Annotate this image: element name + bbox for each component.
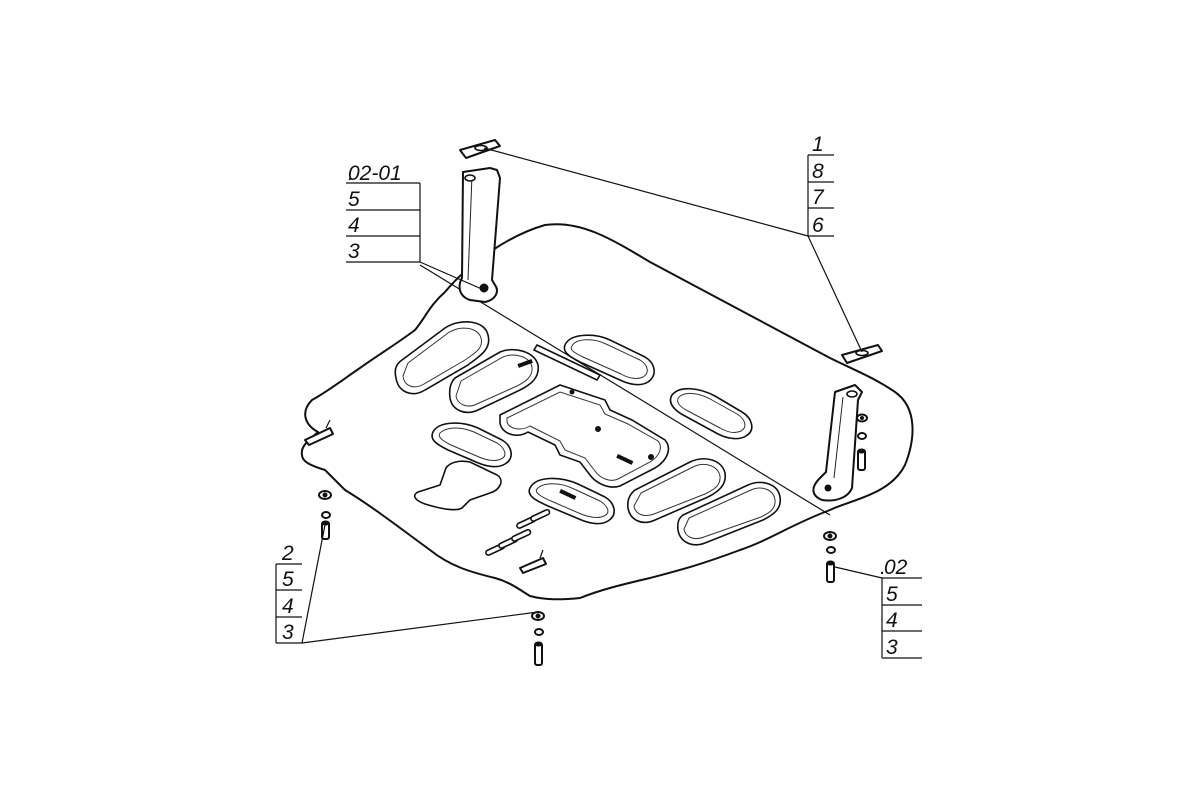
callout-top-right: 1 8 7 6 bbox=[807, 133, 834, 237]
slot-1 bbox=[394, 321, 490, 395]
callout-top-left: 02-01 5 4 3 bbox=[346, 162, 421, 263]
callout-bottom-right-item: 5 bbox=[886, 583, 898, 606]
slot-7 bbox=[627, 458, 727, 524]
fastener-right-upper bbox=[856, 413, 868, 471]
callout-bottom-left-item: 3 bbox=[282, 621, 294, 644]
plate-section-line bbox=[419, 264, 831, 516]
skid-plate bbox=[300, 223, 914, 601]
top-left-pad bbox=[459, 139, 501, 159]
vent-slots bbox=[485, 508, 551, 556]
left-edge-clip bbox=[304, 419, 334, 446]
callout-bottom-right-dot: . bbox=[880, 556, 886, 579]
callout-bottom-right: 02 5 4 3 bbox=[881, 556, 922, 659]
callout-top-left-dot: . bbox=[348, 162, 354, 185]
fastener-right-lower bbox=[823, 531, 837, 583]
callout-bottom-left-item: 5 bbox=[282, 568, 294, 591]
slot-2 bbox=[448, 348, 540, 414]
leader-lines bbox=[301, 147, 883, 644]
slot-4 bbox=[669, 387, 753, 440]
left-cutout bbox=[413, 460, 502, 511]
callout-top-right-item: 7 bbox=[812, 186, 825, 209]
callout-top-left-part: 02-01 bbox=[348, 162, 402, 185]
slot-5 bbox=[431, 422, 512, 468]
callout-top-left-item: 4 bbox=[348, 214, 360, 237]
callout-bottom-right-item: 3 bbox=[886, 636, 898, 659]
top-right-pad bbox=[841, 344, 883, 364]
callout-bottom-left-item: 2 bbox=[281, 542, 294, 565]
callout-top-right-item: 1 bbox=[812, 133, 824, 156]
callout-bottom-left-item: 4 bbox=[282, 595, 294, 618]
bottom-edge-clip bbox=[519, 549, 547, 574]
fastener-bottom bbox=[531, 611, 545, 666]
fastener-left bbox=[318, 490, 332, 540]
callout-top-right-item: 6 bbox=[812, 214, 824, 237]
callout-bottom-left: 2 5 4 3 bbox=[275, 542, 302, 644]
slot-3 bbox=[563, 334, 655, 386]
slot-6 bbox=[528, 477, 615, 525]
thin-slot bbox=[532, 343, 602, 382]
callout-bottom-right-part: 02 bbox=[884, 556, 908, 579]
callout-top-right-item: 8 bbox=[812, 160, 824, 183]
callout-bottom-right-item: 4 bbox=[886, 609, 898, 632]
callout-top-left-item: 5 bbox=[348, 188, 360, 211]
callout-top-left-item: 3 bbox=[348, 240, 360, 263]
left-bracket bbox=[458, 167, 501, 303]
slot-8 bbox=[676, 481, 782, 546]
right-bracket bbox=[812, 384, 863, 502]
